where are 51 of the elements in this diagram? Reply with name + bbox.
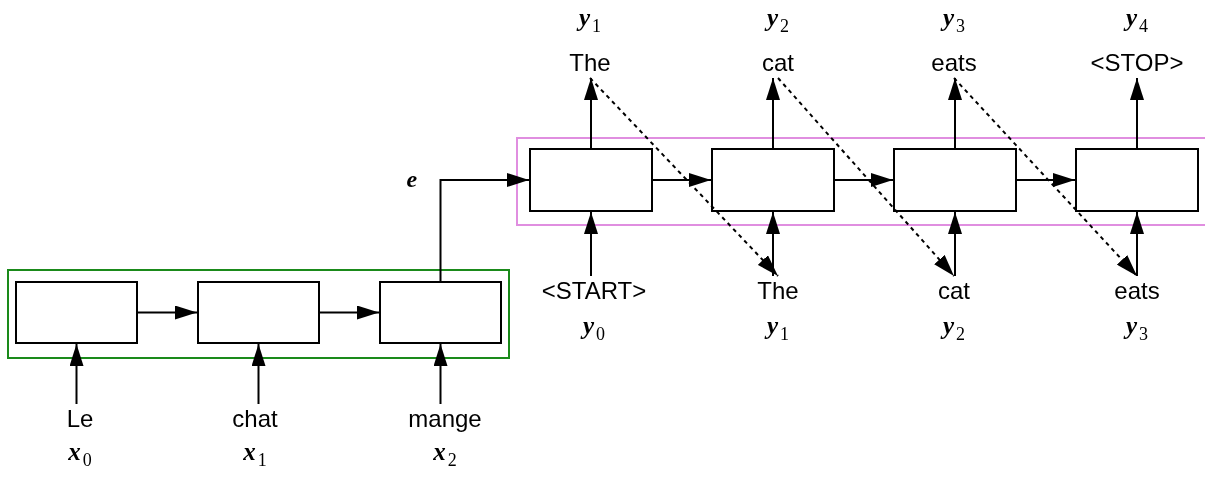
dashed-arrow (777, 77, 955, 277)
rnn-cell-box (893, 148, 1017, 212)
encoder-frame (7, 269, 510, 359)
arrow (69, 343, 84, 405)
word-label: The (757, 276, 799, 306)
variable-label: y$_{2}$ (942, 311, 966, 346)
word-label: eats (931, 48, 977, 78)
arrow (251, 343, 266, 405)
word-label: Le (66, 404, 94, 434)
arrow (433, 343, 448, 405)
arrow (1130, 211, 1144, 277)
variable-label: y$_{3}$ (1125, 311, 1149, 346)
rnn-cell-box (15, 281, 138, 344)
dashed-arrow (589, 77, 779, 277)
arrow (137, 305, 198, 320)
variable-label: x$_{1}$ (243, 437, 267, 472)
variable-label: y$_{1}$ (766, 311, 790, 346)
dashed-arrow (953, 77, 1138, 277)
variable-label: y$_{0}$ (582, 311, 606, 346)
word-label: eats (1114, 276, 1160, 306)
rnn-cell-box (711, 148, 835, 212)
arrow (1130, 77, 1144, 149)
word-label: mange (408, 404, 482, 434)
word-label: cat (762, 48, 794, 78)
variable-label: y$_{3}$ (942, 3, 966, 38)
variable-label: y$_{2}$ (766, 3, 790, 38)
rnn-cell-box (379, 281, 502, 344)
arrow (948, 77, 962, 149)
variable-label: x$_{0}$ (68, 437, 92, 472)
arrow (1016, 173, 1076, 187)
word-label: The (569, 48, 611, 78)
arrow (766, 211, 780, 277)
arrow (584, 77, 598, 149)
rnn-cell-box (1075, 148, 1199, 212)
variable-label: x$_{2}$ (433, 437, 457, 472)
arrow (766, 77, 780, 149)
arrow (834, 173, 894, 187)
word-label: <STOP> (1090, 48, 1184, 78)
word-label: <START> (541, 276, 647, 306)
arrow (948, 211, 962, 277)
arrow (319, 305, 380, 320)
word-label: chat (232, 404, 278, 434)
arrow (439, 173, 530, 282)
rnn-cell-box (197, 281, 320, 344)
rnn-cell-box (529, 148, 653, 212)
arrow (584, 211, 598, 277)
decoder-frame (516, 137, 1205, 226)
word-label: cat (938, 276, 970, 306)
arrow (652, 173, 712, 187)
variable-label: y$_{4}$ (1125, 3, 1149, 38)
variable-label: y$_{1}$ (578, 3, 602, 38)
